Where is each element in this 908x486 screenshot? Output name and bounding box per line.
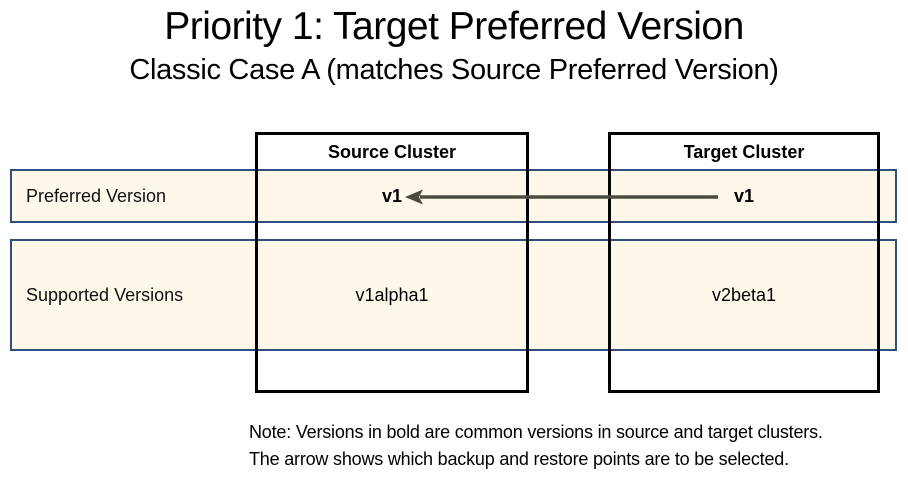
target-preferred-version-value: v1 — [733, 185, 755, 206]
arrow-head — [405, 189, 423, 205]
source-cluster-box: Source Cluster — [255, 132, 529, 393]
supported-versions-band — [10, 239, 897, 351]
source-preferred-version-value: v1 — [381, 185, 403, 206]
restore-direction-arrow-icon — [405, 189, 718, 205]
target-cluster-box: Target Cluster — [608, 132, 880, 393]
preferred-version-band — [10, 169, 897, 223]
note-line-2: The arrow shows which backup and restore… — [249, 449, 789, 469]
page-title: Priority 1: Target Preferred Version — [164, 5, 744, 48]
supported-versions-row-label: Supported Versions — [26, 284, 184, 305]
target-supported-version-value: v2beta1 — [711, 284, 777, 305]
source-supported-version-value: v1alpha1 — [355, 284, 429, 305]
page-subtitle: Classic Case A (matches Source Preferred… — [129, 54, 779, 86]
note-block: Note: Versions in bold are common versio… — [249, 419, 823, 473]
preferred-version-row-label: Preferred Version — [26, 185, 167, 206]
source-cluster-header: Source Cluster — [327, 141, 457, 162]
note-line-1: Note: Versions in bold are common versio… — [249, 422, 823, 442]
target-cluster-header: Target Cluster — [683, 141, 805, 162]
